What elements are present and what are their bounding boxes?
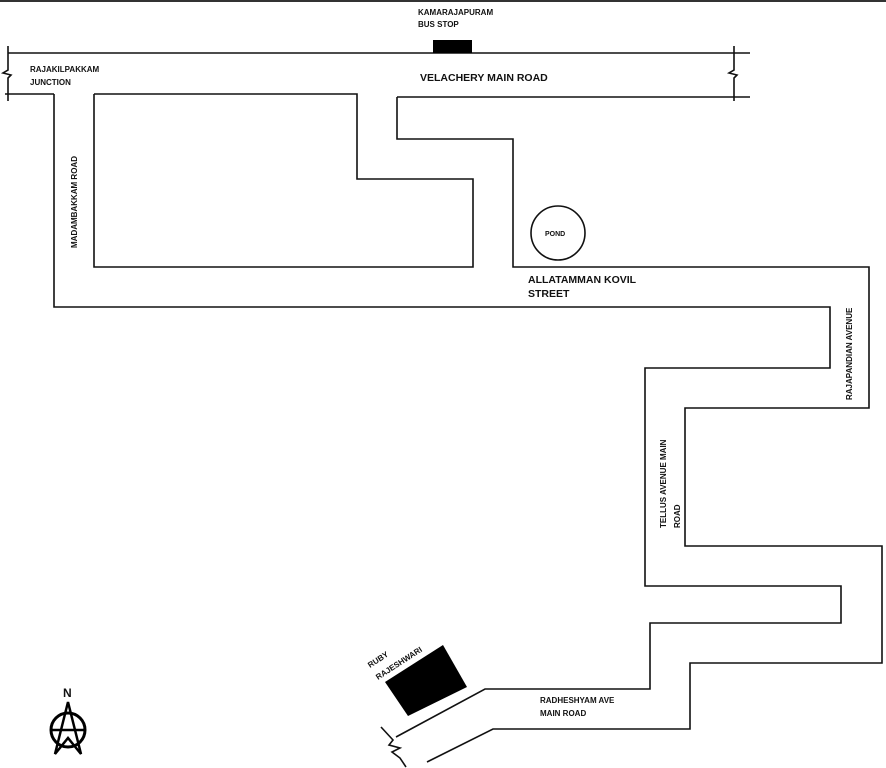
allatamman-rajapandian-tellus-edge — [396, 97, 883, 763]
radheshyam-label: RADHESHYAM AVE — [540, 696, 615, 705]
madambakkam-label: MADAMBAKKAM ROAD — [70, 156, 79, 248]
tellus-label: TELLUS AVENUE MAIN — [659, 439, 668, 528]
rajapandian-label: RAJAPANDIAN AVENUE — [845, 307, 854, 400]
junction-label: RAJAKILPAKKAM — [30, 65, 100, 74]
destination-building — [385, 645, 467, 716]
svg-text:N: N — [63, 686, 72, 700]
road-break-left — [0, 46, 13, 101]
allatamman-label: ALLATAMMAN KOVIL — [528, 274, 637, 286]
pond-label: POND — [545, 231, 565, 238]
junction-label-2: JUNCTION — [30, 78, 71, 87]
bus-stop-label-2: BUS STOP — [418, 20, 459, 29]
tellus-label-2: ROAD — [673, 504, 682, 528]
north-arrow-icon: N — [49, 686, 87, 755]
city-block — [93, 93, 474, 268]
bus-stop-label: KAMARAJAPURAM — [418, 8, 493, 17]
road-break-right — [726, 46, 739, 101]
pond — [530, 205, 586, 261]
allatamman-label-2: STREET — [528, 288, 570, 300]
madambakkam-road-left-edge — [53, 94, 842, 738]
radheshyam-label-2: MAIN ROAD — [540, 709, 586, 718]
road-break-bottom — [380, 726, 407, 768]
velachery-main-road — [0, 46, 750, 101]
velachery-label: VELACHERY MAIN ROAD — [420, 72, 548, 84]
bus-stop-marker — [433, 40, 472, 53]
